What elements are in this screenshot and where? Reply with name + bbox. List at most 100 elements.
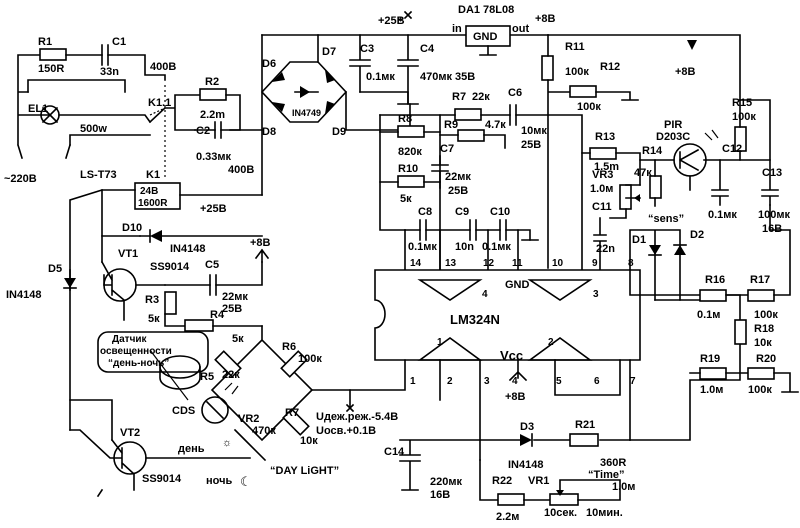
uosv-label: Uосв.+0.1В bbox=[316, 425, 376, 437]
vr1-min: 10сек. bbox=[544, 507, 577, 519]
c9-ref: C9 bbox=[455, 206, 469, 218]
day-label: день bbox=[178, 443, 205, 455]
opamp-2 bbox=[527, 337, 593, 361]
c2-value: 0.33мк bbox=[196, 151, 232, 163]
vt1-type: SS9014 bbox=[150, 261, 190, 273]
ic-gnd: GND bbox=[505, 279, 530, 291]
c5-capacitor bbox=[209, 274, 217, 296]
pin-10: 10 bbox=[552, 258, 564, 269]
c11-capacitor bbox=[593, 217, 607, 271]
pin-5: 5 bbox=[556, 376, 562, 387]
sensor-note-3: “день-ночь” bbox=[108, 358, 169, 369]
pin-7: 7 bbox=[630, 376, 636, 387]
r14-resistor bbox=[649, 175, 662, 199]
stage4-network: R8 820к R9 4.7к C7 22мк 25В R10 5к bbox=[379, 113, 506, 231]
power-supply: C3 0.1мк C4 470мк 35В +25В + GND DA1 78L… bbox=[349, 4, 741, 105]
r14-value: 47к bbox=[634, 167, 652, 179]
vr1-ref: VR1 bbox=[528, 475, 549, 487]
d6-diode bbox=[272, 72, 285, 82]
d10-ref: D10 bbox=[122, 222, 142, 234]
c10-ref: C10 bbox=[490, 206, 510, 218]
stage4-caps: C8 0.1мк C9 10n C10 0.1мк bbox=[404, 206, 539, 271]
c1-value: 33n bbox=[100, 66, 119, 78]
r20-ref: R20 bbox=[756, 353, 776, 365]
daylight-label: “DAY LiGHT” bbox=[270, 465, 339, 477]
c9-capacitor bbox=[469, 219, 477, 241]
c3-ref: C3 bbox=[360, 43, 374, 55]
vr3-ref: VR3 bbox=[592, 169, 613, 181]
r22-resistor bbox=[497, 493, 525, 506]
r2-resistor bbox=[199, 88, 227, 101]
c9-value: 10n bbox=[455, 241, 474, 253]
c3-capacitor bbox=[349, 34, 371, 93]
k11-label: K1.1 bbox=[148, 97, 171, 109]
r9-ref: R9 bbox=[444, 119, 458, 131]
r19-resistor bbox=[699, 367, 727, 380]
d5-diode bbox=[64, 278, 76, 288]
c1-ref: C1 bbox=[112, 36, 126, 48]
c7-ref: C7 bbox=[440, 143, 454, 155]
vr3-name: “sens” bbox=[648, 213, 684, 225]
pir-section: R13 1.5m PIR D203C R15 100к R14 47к VR3 … bbox=[581, 97, 790, 271]
c12-value: 0.1мк bbox=[708, 209, 737, 221]
relay-ref: K1 bbox=[146, 169, 160, 181]
window-diodes: D1 D2 bbox=[629, 229, 704, 301]
r21-value: 360R bbox=[600, 457, 626, 469]
ic-name: LM324N bbox=[450, 312, 500, 327]
r2-ref: R2 bbox=[205, 76, 219, 88]
svg-text:+: + bbox=[398, 14, 403, 24]
r3-resistor bbox=[164, 291, 177, 315]
r19-value: 1.0м bbox=[700, 384, 723, 396]
r4-value: 5к bbox=[232, 333, 244, 345]
r17-resistor bbox=[747, 289, 775, 302]
opamp-1 bbox=[417, 337, 483, 361]
plus8-top: +8В bbox=[535, 13, 556, 25]
da1-ref: DA1 78L08 bbox=[458, 4, 514, 16]
c1-capacitor bbox=[101, 44, 109, 66]
c8-value: 0.1мк bbox=[408, 241, 437, 253]
relay-type: LS-T73 bbox=[80, 169, 117, 181]
sensor-note-2: освещенности bbox=[100, 346, 172, 357]
r8-value: 820к bbox=[398, 146, 422, 158]
c10-capacitor bbox=[499, 219, 507, 241]
r20-value: 100к bbox=[748, 384, 772, 396]
r18-resistor bbox=[734, 319, 747, 345]
r16-value: 0.1м bbox=[697, 309, 720, 321]
plus25-relay: +25В bbox=[200, 203, 227, 215]
c14-value: 220мк bbox=[430, 476, 462, 488]
r5-ref: R5 bbox=[200, 371, 214, 383]
pin-4: 4 bbox=[512, 376, 518, 387]
r6-resistor bbox=[280, 350, 308, 378]
c10-value: 0.1мк bbox=[482, 241, 511, 253]
c12-capacitor bbox=[711, 159, 729, 206]
d3-type: IN4148 bbox=[508, 459, 543, 471]
c6-value: 10мк bbox=[521, 125, 547, 137]
r8-resistor bbox=[397, 125, 425, 138]
c6-ref: C6 bbox=[508, 87, 522, 99]
moon-icon: ☾ bbox=[240, 474, 252, 489]
r17-ref: R17 bbox=[750, 274, 770, 286]
d1-diode bbox=[649, 245, 661, 255]
r13-ref: R13 bbox=[595, 131, 615, 143]
c5-volt: 25В bbox=[222, 303, 242, 315]
pin-12: 12 bbox=[483, 258, 495, 269]
ic-vcc: Vcc bbox=[500, 348, 523, 363]
r11-value: 100к bbox=[565, 66, 589, 78]
r19-ref: R19 bbox=[700, 353, 720, 365]
r15-ref: R15 bbox=[732, 97, 752, 109]
vr2-pot bbox=[233, 428, 267, 462]
pin-11: 11 bbox=[512, 258, 523, 269]
c11-value: 22n bbox=[596, 243, 615, 255]
r16-ref: R16 bbox=[705, 274, 725, 286]
da1-in: in bbox=[452, 23, 462, 35]
vr1-name: “Time” bbox=[588, 469, 624, 481]
r15-value: 100к bbox=[732, 111, 756, 123]
d5-type: IN4148 bbox=[6, 289, 41, 301]
c8-capacitor bbox=[419, 219, 427, 241]
d2-diode bbox=[674, 245, 686, 255]
plus8-driver: +8В bbox=[250, 237, 271, 249]
pir-model: D203C bbox=[656, 131, 690, 143]
c4-value: 470мк 35В bbox=[420, 71, 475, 83]
u2-label: 2 bbox=[548, 337, 554, 348]
vr1-value: 1.0м bbox=[612, 481, 635, 493]
